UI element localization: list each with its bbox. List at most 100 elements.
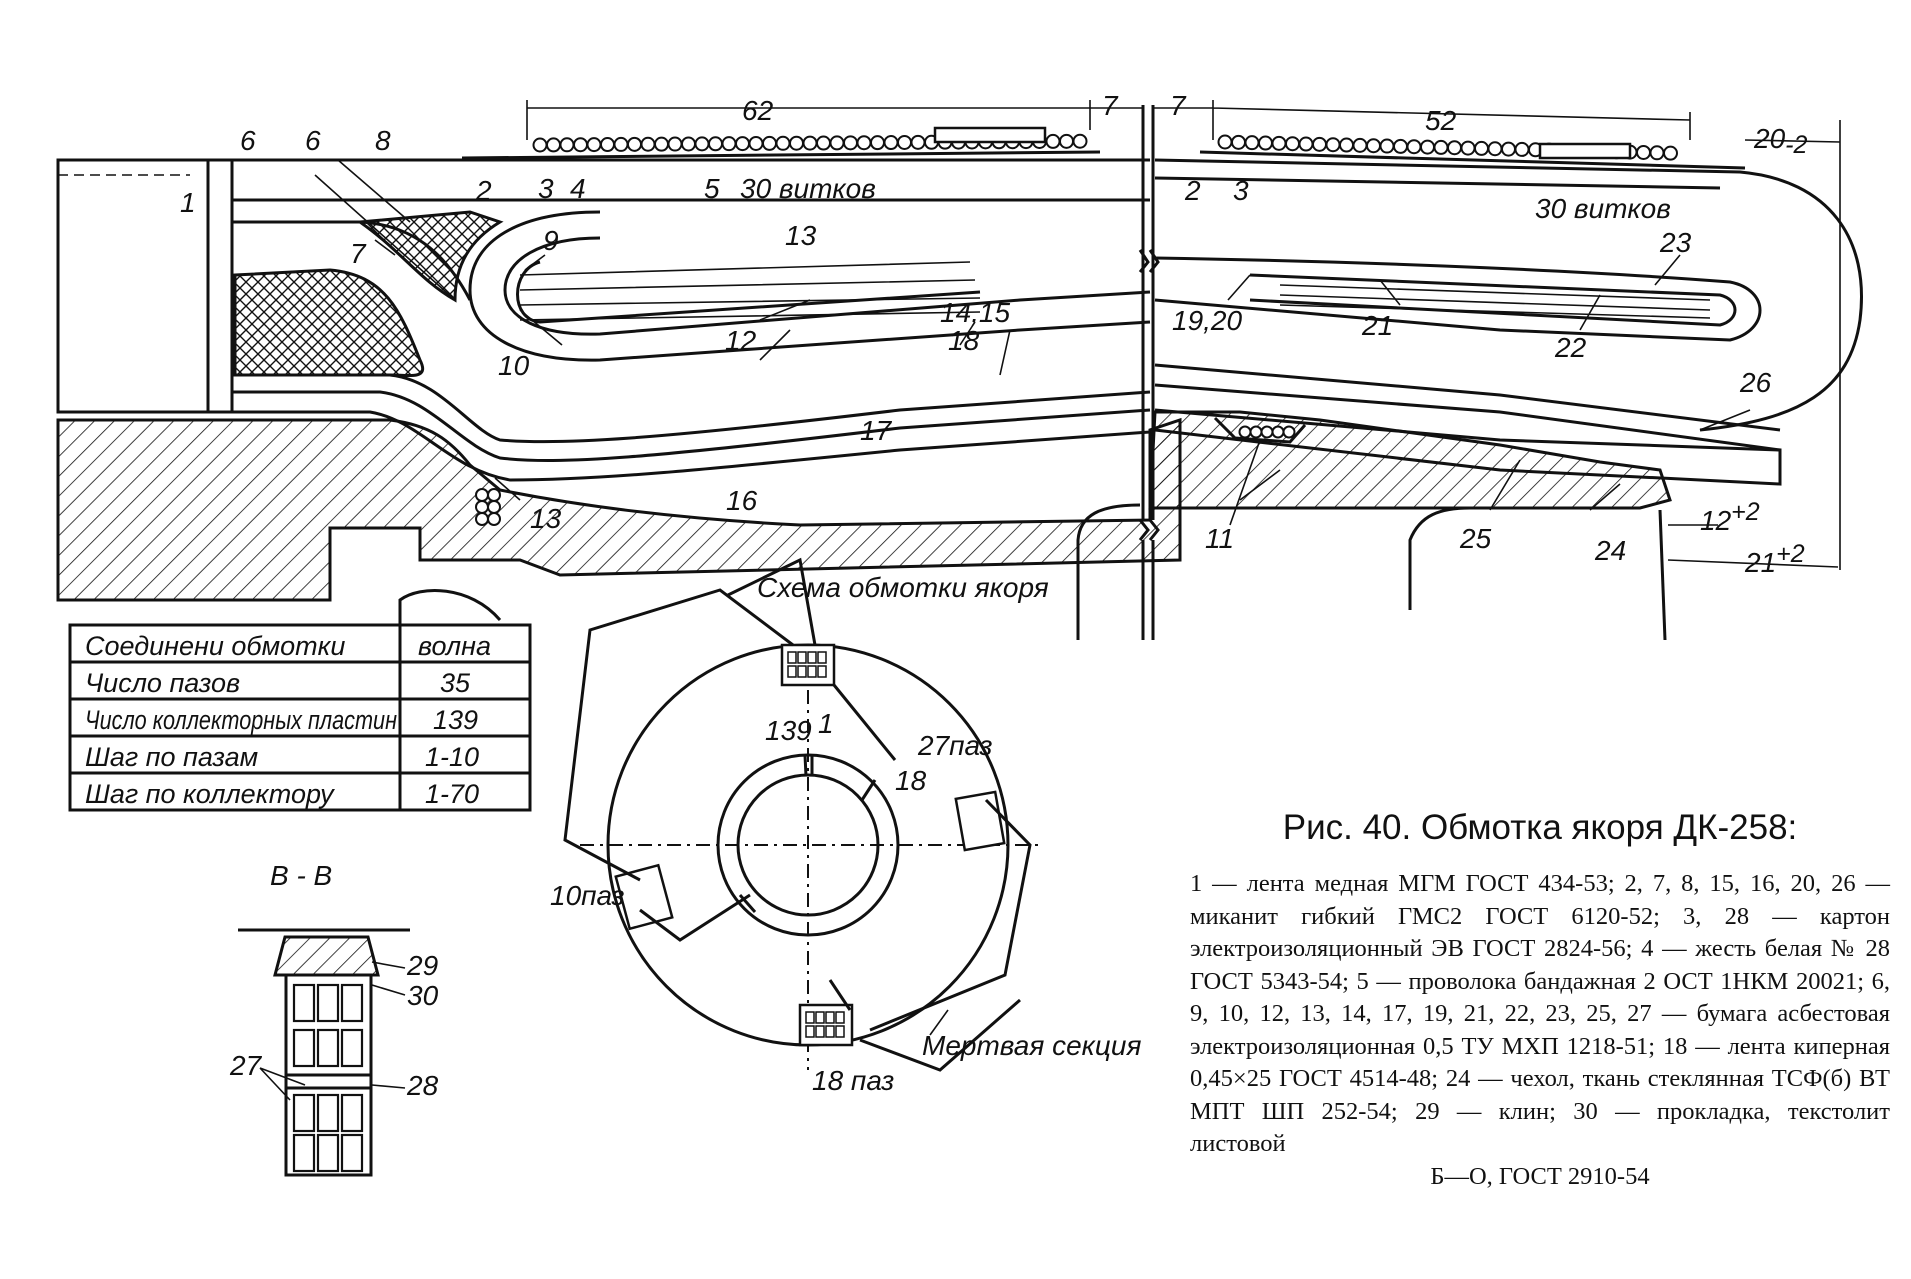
winding-end-loop-left-inner <box>503 236 1151 336</box>
label-13-top: 13 <box>785 220 817 251</box>
scheme-slot-conductors <box>787 651 845 1038</box>
bandage-pack-11 <box>1213 416 1307 444</box>
table-row-1-value: волна <box>418 631 491 661</box>
tin-plate-4-right <box>1199 150 1746 170</box>
table-row-5-value: 1-70 <box>425 779 479 809</box>
label-1: 1 <box>180 187 196 218</box>
label-4: 4 <box>570 173 586 204</box>
label-8: 8 <box>375 125 391 156</box>
scheme-commutator-tap-1 <box>803 754 808 777</box>
dim-21-value: 21 <box>1744 547 1776 578</box>
legend-text-end: Б—О, ГОСТ 2910-54 <box>1430 1162 1650 1190</box>
label-6-b: 6 <box>305 125 321 156</box>
armature-section-view: 1 2 3 4 5 30 витков 6 6 8 7 9 10 13 12 1… <box>56 90 1863 641</box>
copper-tape-strip <box>206 158 234 414</box>
label-5: 5 <box>704 173 720 204</box>
armature-core <box>56 417 1182 602</box>
conductor-bundle-right <box>1279 284 1711 319</box>
legend-text: 1 — лента медная МГМ ГОСТ 434-53; 2, 7, … <box>1190 870 1890 1157</box>
dim-21: 21+2 <box>1744 540 1805 578</box>
winding-data-table: Соединени обмотки волна Число пазов 35 Ч… <box>68 623 532 812</box>
detail-label-28: 28 <box>406 1070 439 1101</box>
label-24: 24 <box>1594 535 1626 566</box>
band-turns-left: 30 витков <box>740 173 876 204</box>
winding-right-lower <box>1154 363 1781 452</box>
label-11: 11 <box>1205 523 1234 554</box>
table-row-3-value: 139 <box>433 705 478 735</box>
winding-right-end-loop <box>1154 256 1762 342</box>
dim-21-tolerance: +2 <box>1776 540 1805 568</box>
dim-line-20 <box>1744 120 1841 570</box>
label-23: 23 <box>1659 227 1692 258</box>
core-cavity-middle <box>1076 503 1141 640</box>
tin-plate-4 <box>461 150 1101 160</box>
dead-section-leader <box>929 1009 949 1036</box>
label-7: 7 <box>350 238 367 269</box>
label-3-left: 3 <box>538 173 554 204</box>
winding-right-top-2 <box>1154 176 1721 190</box>
winding-end-loop-left <box>468 210 1151 362</box>
dim-20-value: 20 <box>1753 123 1786 154</box>
detail-title: В - В <box>270 860 332 891</box>
label-22: 22 <box>1554 332 1587 363</box>
scheme-slot-27 <box>954 790 1006 852</box>
leader-lines <box>314 159 1751 526</box>
copper-tape-1 <box>56 158 210 414</box>
dim-20: 20-2 <box>1753 123 1807 159</box>
label-12: 12 <box>725 325 757 356</box>
dim-52: 52 <box>1425 105 1457 136</box>
label-9: 9 <box>543 225 559 256</box>
scheme-slot-27-label: 27паз <box>917 730 993 761</box>
winding-lower-outline <box>232 373 1151 444</box>
core-end-edge <box>1658 509 1667 641</box>
figure-caption: Рис. 40. Обмотка якоря ДК-258: <box>1282 808 1798 847</box>
scheme-commutator-tap-18 <box>860 779 877 801</box>
scheme-label-18: 18 <box>895 765 927 796</box>
detail-section-bb: В - В 29 30 27 28 <box>229 860 439 1177</box>
scheme-commutator-tap-10 <box>738 894 757 913</box>
bandage-pack-11-turns <box>1238 425 1296 439</box>
label-2-right: 2 <box>1184 175 1201 206</box>
scheme-slot-18 <box>798 1003 854 1047</box>
label-3-right: 3 <box>1233 175 1249 206</box>
table-row-2-value: 35 <box>440 668 471 698</box>
dim-12: 12+2 <box>1700 498 1760 536</box>
detail-label-30: 30 <box>407 980 439 1011</box>
core-cavity-right <box>1408 506 1471 610</box>
dim-20-tolerance: -2 <box>1785 131 1807 159</box>
label-14-15: 14,15 <box>940 297 1010 328</box>
label-17: 17 <box>860 415 893 446</box>
detail-label-29: 29 <box>406 950 438 981</box>
detail-leaders <box>259 961 406 1101</box>
dim-7-left: 7 <box>1102 90 1119 121</box>
scheme-label-1: 1 <box>818 708 834 739</box>
winding-lower-outline-2 <box>232 390 1151 462</box>
glass-cloth-cover-24 <box>1154 408 1782 486</box>
asbestos-filler-6 <box>233 268 424 378</box>
table-row-4-param: Шаг по пазам <box>85 742 258 772</box>
table-row-1-param: Соединени обмотки <box>85 631 345 661</box>
dim-12-value: 12 <box>1700 505 1732 536</box>
table-row-5-param: Шаг по коллектору <box>85 779 335 809</box>
scheme-slot-10-label: 10паз <box>550 880 625 911</box>
band-clip-right <box>1538 142 1632 160</box>
scheme-title: Схема обмотки якоря <box>757 572 1049 603</box>
band-clip-left <box>933 126 1047 144</box>
dim-line-52 <box>1212 100 1691 140</box>
scheme-slot-10 <box>614 863 674 931</box>
table-row-2-param: Число пазов <box>85 668 240 698</box>
table-row-3-param: Число коллекторных пластин <box>85 705 397 735</box>
label-18: 18 <box>948 325 980 356</box>
detail-label-27: 27 <box>229 1050 263 1081</box>
break-line <box>1138 105 1160 640</box>
scheme-slot-1 <box>780 643 836 687</box>
label-10: 10 <box>498 350 530 381</box>
winding-right-top <box>1154 158 1863 432</box>
conductor-bundle-left <box>519 261 981 321</box>
winding-scheme: Схема обмотки якоря 139 1 18 27паз 10паз… <box>550 557 1141 1096</box>
scheme-label-139: 139 <box>765 715 812 746</box>
detail-conductors <box>292 983 364 1173</box>
dim-7-right: 7 <box>1170 90 1187 121</box>
winding-right-end-loop-inner <box>1249 273 1737 327</box>
